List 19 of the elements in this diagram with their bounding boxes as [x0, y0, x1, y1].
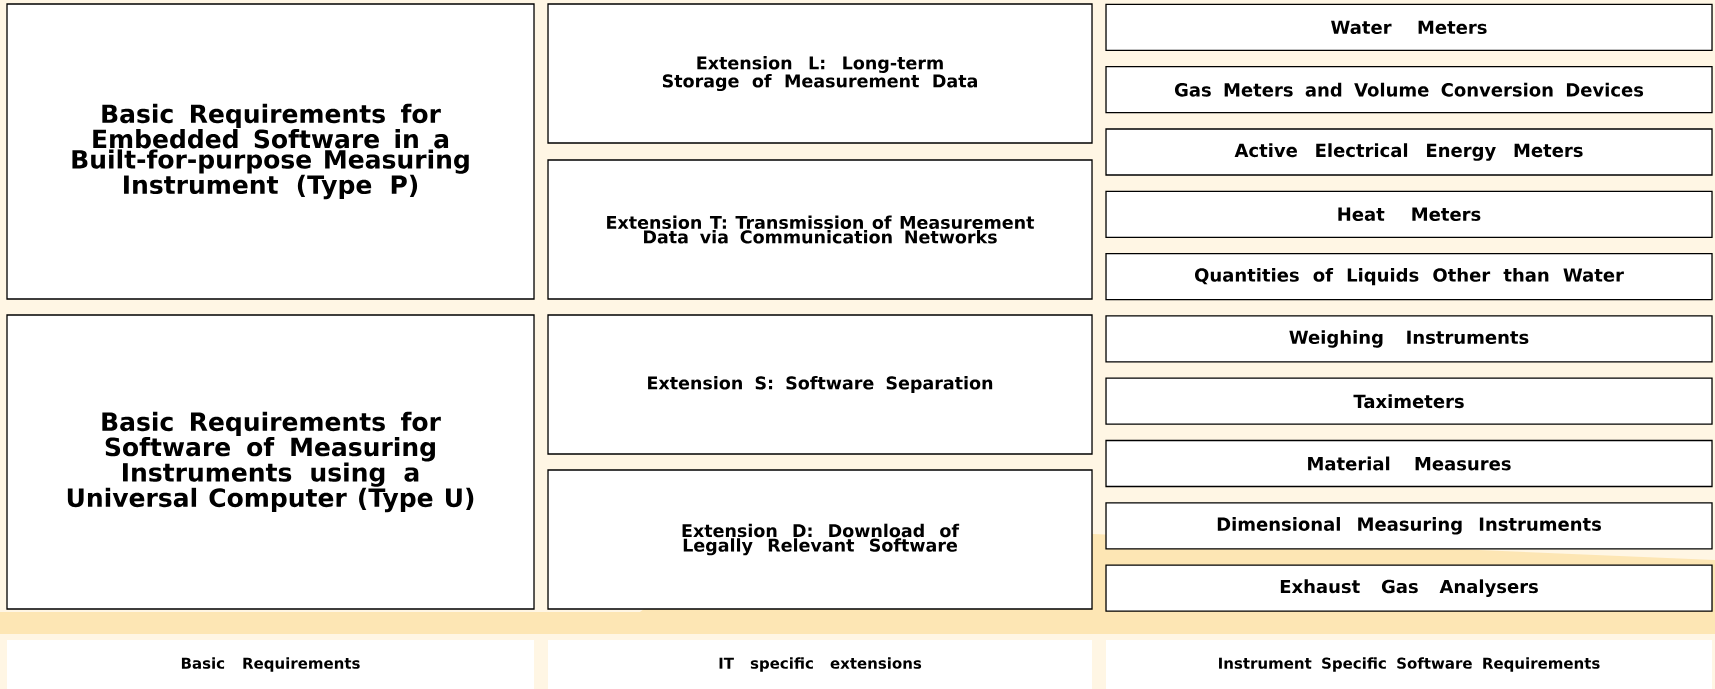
category-box: Weighing Instruments: [1105, 315, 1713, 363]
process-box: Extension L: Long-term Storage of Measurement Data: [547, 3, 1093, 144]
category-box: Dimensional Measuring Instruments: [1105, 502, 1713, 550]
category-box: Heat Meters: [1105, 190, 1713, 238]
column-header: Basic Requirements: [7, 640, 534, 689]
category-box: Exhaust Gas Analysers: [1105, 564, 1713, 612]
column-header: Instrument Specific Software Requirements: [1106, 640, 1712, 689]
category-box: Water Meters: [1105, 3, 1713, 52]
process-box: Extension D: Download of Legally Relevant Software: [547, 469, 1093, 610]
category-box: Active Electrical Energy Meters: [1105, 128, 1713, 176]
process-box: Basic Requirements for Embedded Software in a Built-for-purpose Measuring Instrument (Type P): [6, 3, 535, 300]
category-box: Material Measures: [1105, 439, 1713, 488]
category-box: Quantities of Liquids Other than Water: [1105, 252, 1713, 301]
process-box: Extension T: Transmission of Measurement Data via Communication Networks: [547, 159, 1093, 300]
process-box: Extension S: Software Separation: [547, 314, 1093, 455]
category-box: Taximeters: [1105, 377, 1713, 425]
column-header: IT specific extensions: [548, 640, 1092, 689]
category-box: Gas Meters and Volume Conversion Devices: [1105, 66, 1713, 114]
process-box: Basic Requirements for Software of Measuring Instruments using a Universal Computer (Type U): [6, 314, 535, 610]
